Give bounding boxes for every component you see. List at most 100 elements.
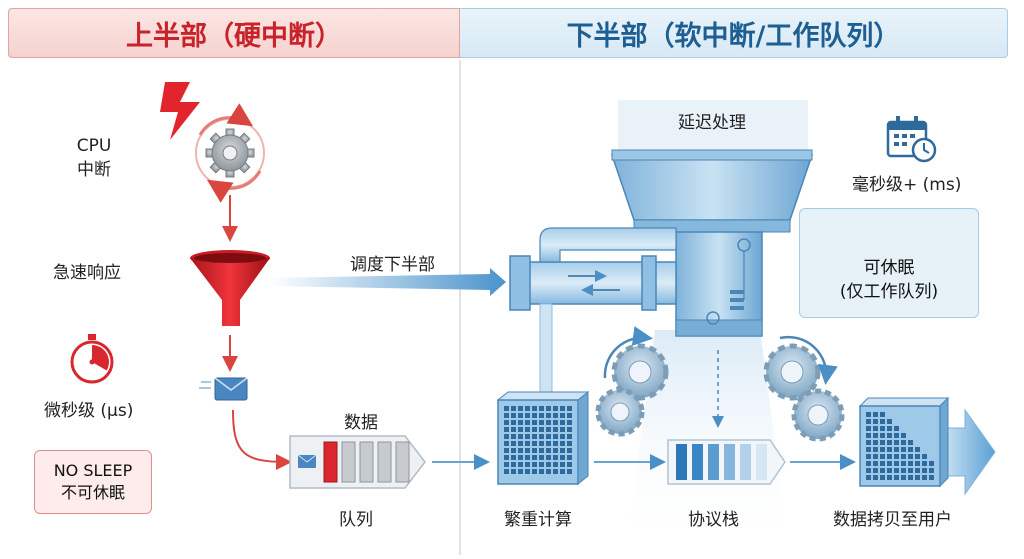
grid-cell bbox=[546, 462, 551, 467]
queue-container bbox=[289, 435, 426, 489]
grid-cell bbox=[873, 433, 878, 438]
grid-cell bbox=[518, 420, 523, 425]
gear-icon bbox=[595, 326, 669, 437]
grid-cell bbox=[887, 454, 892, 459]
grid-cell bbox=[532, 434, 537, 439]
grid-cell bbox=[908, 454, 913, 459]
grid-cell bbox=[894, 454, 899, 459]
grid-cell bbox=[553, 420, 558, 425]
grid-cell bbox=[546, 441, 551, 446]
grid-cell bbox=[567, 448, 572, 453]
grid-cell bbox=[908, 461, 913, 466]
grid-cell bbox=[866, 419, 871, 424]
grid-cell bbox=[518, 427, 523, 432]
grid-cell bbox=[504, 462, 509, 467]
grid-cell bbox=[866, 475, 871, 480]
grid-cell bbox=[511, 462, 516, 467]
grid-cell bbox=[532, 455, 537, 460]
queue-label: 队列 bbox=[339, 510, 373, 530]
grid-cell bbox=[511, 434, 516, 439]
can-sleep-box: 可休眠 (仅工作队列) bbox=[799, 208, 979, 318]
grid-cell bbox=[532, 469, 537, 474]
cpu-interrupt-label: CPU 中断 bbox=[66, 134, 122, 182]
grid-cell bbox=[915, 468, 920, 473]
data-label: 数据 bbox=[344, 413, 378, 433]
grid-cell bbox=[866, 426, 871, 431]
grid-cell bbox=[567, 434, 572, 439]
grid-cell bbox=[532, 427, 537, 432]
grid-cell bbox=[525, 441, 530, 446]
grid-cell bbox=[553, 448, 558, 453]
grid-cell bbox=[922, 454, 927, 459]
grid-cell bbox=[518, 448, 523, 453]
grid-cell bbox=[567, 469, 572, 474]
bottom-half-header: 下半部（软中断/工作队列） bbox=[460, 8, 1008, 58]
grid-cell bbox=[518, 434, 523, 439]
grid-cell bbox=[908, 468, 913, 473]
grid-cell bbox=[511, 455, 516, 460]
grid-cell bbox=[866, 468, 871, 473]
grid-cell bbox=[504, 455, 509, 460]
grid-cell bbox=[915, 447, 920, 452]
grid-cell bbox=[873, 426, 878, 431]
grid-cell bbox=[518, 455, 523, 460]
grid-cell bbox=[546, 427, 551, 432]
grid-cell bbox=[567, 455, 572, 460]
grid-cell bbox=[504, 406, 509, 411]
envelope-icon bbox=[199, 377, 248, 401]
cpu-label-line1: CPU bbox=[76, 136, 112, 156]
grid-cell bbox=[511, 413, 516, 418]
grid-cell bbox=[511, 441, 516, 446]
grid-cell bbox=[567, 413, 572, 418]
grid-cell bbox=[908, 475, 913, 480]
grid-cell bbox=[887, 433, 892, 438]
grid-cell bbox=[539, 413, 544, 418]
grid-cell bbox=[511, 406, 516, 411]
grid-cell bbox=[887, 440, 892, 445]
grid-cell bbox=[929, 475, 934, 480]
grid-cell bbox=[539, 455, 544, 460]
no-sleep-line1: NO SLEEP bbox=[53, 461, 133, 480]
grid-cell bbox=[866, 454, 871, 459]
fast-response-label: 急速响应 bbox=[53, 263, 121, 283]
gear-icon bbox=[763, 335, 845, 442]
grid-cell bbox=[504, 441, 509, 446]
grid-cell bbox=[511, 427, 516, 432]
grid-cell bbox=[511, 469, 516, 474]
grid-cell bbox=[539, 427, 544, 432]
can-sleep-line1: 可休眠 bbox=[863, 258, 915, 278]
grid-cell bbox=[560, 413, 565, 418]
grid-cell bbox=[894, 447, 899, 452]
grid-cell bbox=[546, 434, 551, 439]
grid-cell bbox=[880, 412, 885, 417]
grid-cell bbox=[525, 462, 530, 467]
grid-cell bbox=[880, 468, 885, 473]
grid-cell bbox=[532, 420, 537, 425]
grid-cell bbox=[901, 468, 906, 473]
grid-cell bbox=[539, 448, 544, 453]
grid-cell bbox=[504, 427, 509, 432]
grid-cell bbox=[560, 434, 565, 439]
grid-cell bbox=[525, 406, 530, 411]
grid-cell bbox=[873, 454, 878, 459]
grid-cell bbox=[908, 447, 913, 452]
grid-cell bbox=[880, 419, 885, 424]
grid-cell bbox=[894, 433, 899, 438]
grid-cell bbox=[567, 406, 572, 411]
compute-block bbox=[496, 390, 590, 486]
grid-cell bbox=[915, 461, 920, 466]
grid-cell bbox=[873, 419, 878, 424]
grid-cell bbox=[553, 406, 558, 411]
grid-cell bbox=[560, 455, 565, 460]
grid-cell bbox=[866, 447, 871, 452]
grid-cell bbox=[880, 475, 885, 480]
schedule-label: 调度下半部 bbox=[350, 255, 435, 275]
grid-cell bbox=[539, 469, 544, 474]
hopper bbox=[610, 149, 814, 337]
grid-cell bbox=[511, 448, 516, 453]
grid-cell bbox=[504, 420, 509, 425]
grid-cell bbox=[532, 448, 537, 453]
grid-cell bbox=[546, 420, 551, 425]
grid-cell bbox=[866, 412, 871, 417]
queue-slot bbox=[323, 441, 338, 483]
